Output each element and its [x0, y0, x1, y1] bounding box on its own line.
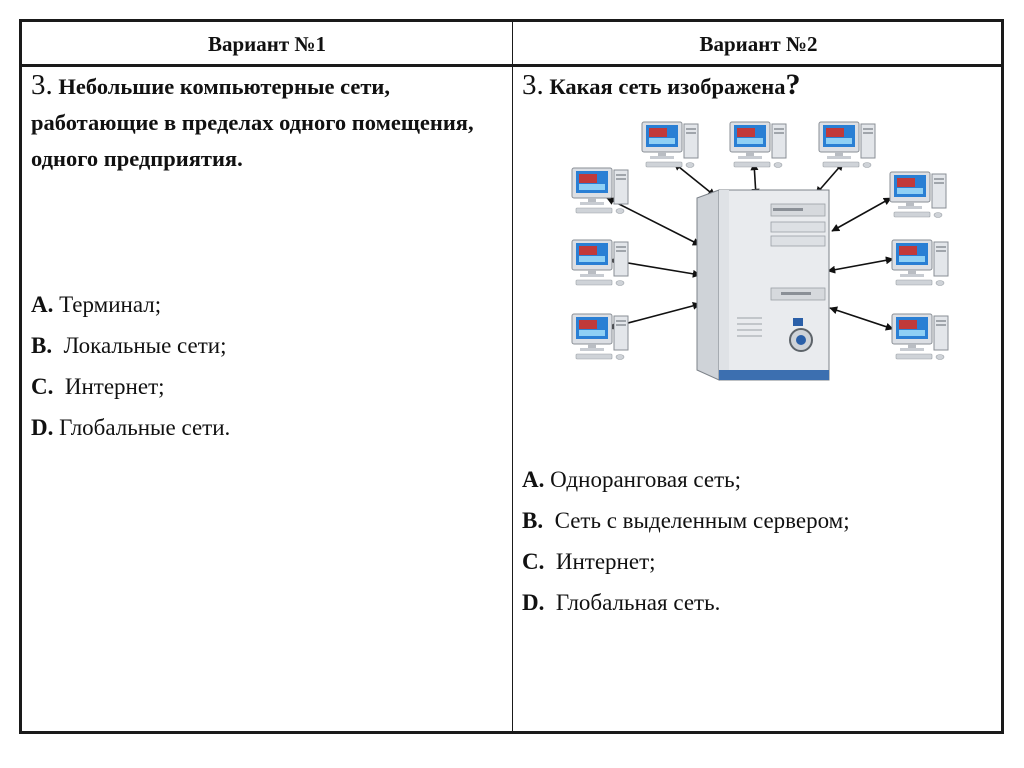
variant-1-question: 3. Небольшие компьютерные сети, работающ…	[31, 67, 501, 177]
table-header: Вариант №1 Вариант №2	[22, 22, 1001, 67]
computer-icon	[889, 171, 947, 218]
variant-1-cell: 3. Небольшие компьютерные сети, работающ…	[31, 67, 501, 177]
option-letter: D.	[31, 415, 54, 440]
option-letter: C.	[522, 549, 545, 574]
question-mark: ?	[785, 68, 801, 101]
network-diagram	[571, 121, 949, 381]
computer-icon	[571, 239, 629, 286]
option-text: Терминал;	[59, 292, 162, 317]
server-tower-icon	[696, 189, 830, 381]
variant-2-options: A. Одноранговая сеть; B. Сеть с выделенн…	[522, 459, 850, 623]
computer-icon	[641, 121, 699, 168]
arrow	[831, 197, 892, 232]
question-number: 3.	[522, 69, 544, 101]
computer-icon	[891, 313, 949, 360]
option-text: Сеть с выделенным сервером;	[554, 508, 850, 533]
option-text: Интернет;	[64, 374, 165, 399]
variant-1-header: Вариант №1	[207, 32, 327, 56]
option-text: Глобальная сеть.	[555, 590, 721, 615]
variant-2-question: 3. Какая сеть изображена?	[522, 67, 992, 105]
option-a: A. Одноранговая сеть;	[522, 459, 850, 500]
option-letter: B.	[31, 333, 53, 358]
computer-icon	[818, 121, 876, 168]
arrow	[606, 197, 701, 246]
option-d: D. Глобальные сети.	[31, 407, 230, 448]
question-text: Небольшие компьютерные сети, работающие …	[31, 74, 474, 171]
question-text: Какая сеть изображена	[549, 74, 786, 99]
variant-1-options: A. Терминал; B. Локальные сети; C. Интер…	[31, 284, 230, 448]
option-letter: D.	[522, 590, 545, 615]
option-text: Локальные сети;	[63, 333, 227, 358]
variant-2-header: Вариант №2	[699, 32, 818, 56]
computer-icon	[891, 239, 949, 286]
variant-2-cell: 3. Какая сеть изображена?	[522, 67, 992, 105]
option-a: A. Терминал;	[31, 284, 230, 325]
option-letter: B.	[522, 508, 544, 533]
option-c: C. Интернет;	[31, 366, 230, 407]
arrow	[673, 162, 716, 197]
computer-icon	[729, 121, 787, 168]
question-number: 3.	[31, 69, 53, 101]
option-c: C. Интернет;	[522, 541, 850, 582]
option-text: Одноранговая сеть;	[550, 467, 742, 492]
option-text: Глобальные сети.	[59, 415, 231, 440]
option-letter: A.	[31, 292, 54, 317]
arrow	[815, 162, 844, 195]
option-letter: C.	[31, 374, 54, 399]
question-table: Вариант №1 Вариант №2 3. Небольшие компь…	[19, 19, 1004, 734]
option-letter: A.	[522, 467, 545, 492]
option-d: D. Глобальная сеть.	[522, 582, 850, 623]
arrow	[827, 256, 894, 274]
computer-icon	[571, 167, 629, 214]
computer-icon	[571, 313, 629, 360]
option-b: B. Сеть с выделенным сервером;	[522, 500, 850, 541]
column-divider	[512, 22, 513, 731]
option-b: B. Локальные сети;	[31, 325, 230, 366]
arrow	[829, 306, 894, 331]
option-text: Интернет;	[555, 549, 656, 574]
